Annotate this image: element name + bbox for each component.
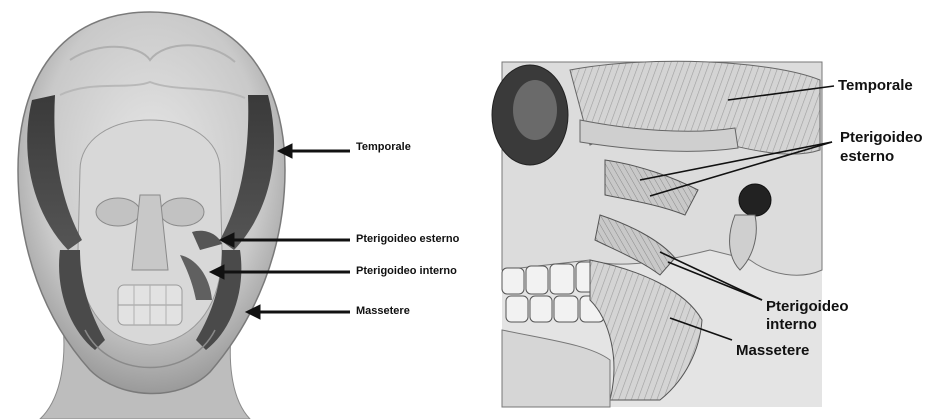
- label-pterigoideo-esterno-lateral-line1: Pterigoideo: [840, 129, 923, 146]
- right-orbit: [160, 198, 204, 226]
- left-orbit: [96, 198, 140, 226]
- arrow-temporale: [278, 144, 350, 158]
- label-pterigoideo-interno-lateral-line2: interno: [766, 316, 817, 333]
- label-massetere-front: Massetere: [356, 305, 410, 317]
- front-view-illustration: [0, 0, 470, 419]
- label-temporale-lateral: Temporale: [838, 77, 913, 94]
- front-view-panel: Temporale Pterigoideo esterno Pterigoide…: [0, 0, 470, 419]
- ear-canal: [739, 184, 771, 216]
- lateral-view-illustration: [470, 0, 943, 419]
- label-pterigoideo-esterno-lateral-line2: esterno: [840, 148, 894, 165]
- arrow-massetere: [246, 305, 350, 319]
- lateral-view-panel: Temporale Pterigoideo esterno Pterigoide…: [470, 0, 943, 419]
- label-pterigoideo-interno-lateral-line1: Pterigoideo: [766, 298, 849, 315]
- label-pterigoideo-esterno-front: Pterigoideo esterno: [356, 233, 459, 245]
- label-temporale-front: Temporale: [356, 141, 411, 153]
- label-pterigoideo-interno-front: Pterigoideo interno: [356, 265, 457, 277]
- label-massetere-lateral: Massetere: [736, 342, 809, 359]
